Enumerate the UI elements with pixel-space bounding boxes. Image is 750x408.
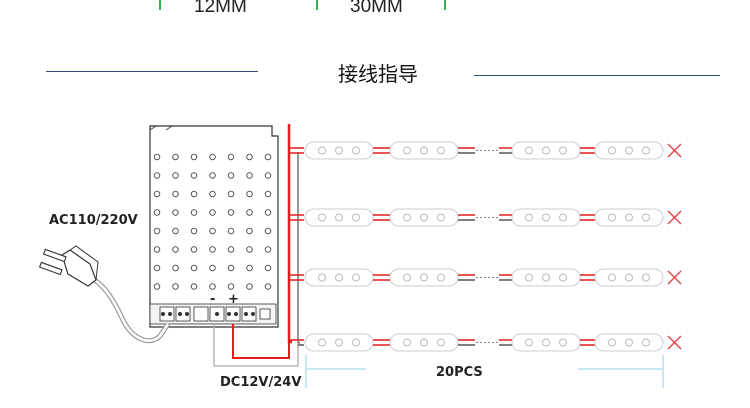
vent-holes [152, 142, 272, 292]
title-divider-left [46, 71, 258, 72]
led-module [389, 268, 459, 287]
led-string-row-1 [289, 141, 682, 160]
main-positive-wire [287, 124, 292, 344]
string-end-mark [667, 210, 682, 225]
section-title: 接线指导 [338, 62, 418, 86]
led-module [389, 141, 459, 160]
power-supply: - + [149, 125, 279, 328]
plug-prong-top [42, 248, 67, 263]
title-divider-right [474, 75, 720, 76]
ac-plug [38, 245, 171, 343]
led-module [511, 268, 581, 287]
string-end-mark [667, 143, 682, 158]
led-module [304, 333, 374, 352]
led-module [594, 333, 664, 352]
string-end-mark [667, 270, 682, 285]
led-module [304, 208, 374, 227]
dimension-tick [444, 0, 446, 10]
main-negative-wire [297, 152, 300, 344]
led-string-row-2 [289, 208, 682, 227]
dimension-tick [316, 0, 318, 10]
module-width-label: 12MM [194, 0, 247, 17]
led-string-row-4 [289, 333, 682, 352]
led-module [389, 333, 459, 352]
terminal-l [159, 306, 175, 322]
led-string-row-3 [289, 268, 682, 287]
led-module [304, 141, 374, 160]
minus-lead-wire [213, 324, 299, 367]
module-count-label: 20PCS [436, 365, 483, 380]
terminal-plus [225, 306, 241, 322]
adjust-knob [259, 308, 271, 320]
terminal-plus-label: + [228, 292, 239, 307]
terminal-n [175, 306, 191, 322]
plus-lead-wire [232, 324, 290, 359]
led-module [594, 208, 664, 227]
dc-output-label: DC12V/24V [220, 375, 301, 390]
plug-prong-bottom [38, 261, 63, 276]
ac-input-label: AC110/220V [49, 213, 138, 228]
led-module [594, 141, 664, 160]
led-module [304, 268, 374, 287]
module-length-label: 30MM [350, 0, 403, 17]
led-module [511, 333, 581, 352]
dimension-tick [159, 0, 161, 10]
led-module [389, 208, 459, 227]
terminal-ground [193, 306, 209, 322]
terminal-minus-label: - [210, 292, 215, 307]
led-module [511, 141, 581, 160]
string-length-dimension [305, 355, 664, 388]
section-header: 接线指导 [0, 56, 750, 86]
terminal-spare [241, 306, 257, 322]
led-module [511, 208, 581, 227]
string-end-mark [667, 335, 682, 350]
led-module [594, 268, 664, 287]
terminal-block [149, 303, 277, 325]
